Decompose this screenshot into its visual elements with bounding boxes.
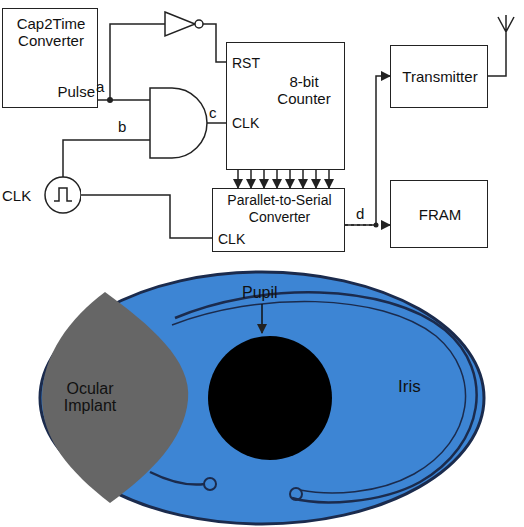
junction-dot <box>374 223 379 228</box>
inverter-symbol <box>165 12 195 36</box>
connector <box>81 195 212 238</box>
bus-arrow <box>315 170 317 188</box>
wire <box>110 99 150 101</box>
ocular-implant <box>42 292 188 503</box>
block-label: RST <box>232 55 272 72</box>
implant-trace <box>175 292 477 502</box>
bus-arrow <box>263 170 265 188</box>
pupil <box>208 336 332 460</box>
signal-name: a <box>96 78 104 95</box>
signal-name: d <box>356 205 364 222</box>
trace-end <box>290 488 302 500</box>
block-label: Transmitter <box>393 68 487 85</box>
signal-name: c <box>209 104 217 121</box>
pin-label: Pulse <box>51 83 95 100</box>
block-label: Cap2Time Converter <box>6 15 96 49</box>
leader-arrow <box>261 304 263 333</box>
and-gate-symbol <box>150 88 207 158</box>
part-label: Iris <box>398 378 421 395</box>
eye-outline <box>40 272 484 524</box>
bus-arrow <box>250 170 252 188</box>
wire <box>63 140 150 177</box>
inverter-bubble <box>195 20 203 28</box>
pin-label: CLK <box>232 115 272 132</box>
block-box: Cap2Time ConverterPulse <box>2 8 98 108</box>
part-label: Pupil <box>242 284 278 301</box>
block-label: Parallet-to-Serial Converter <box>217 192 342 226</box>
block-box: Parallet-to-Serial ConverterCLK <box>212 188 345 252</box>
block-label: CLK <box>2 187 42 204</box>
block-box: Transmitter <box>390 45 488 108</box>
trace-end <box>204 478 216 490</box>
pin-label: 8-bit Counter <box>265 73 343 107</box>
wire <box>207 122 226 124</box>
block-label: FRAM <box>393 206 487 223</box>
bus-arrow <box>276 170 278 188</box>
connector <box>345 76 390 225</box>
bus-arrows <box>238 170 329 188</box>
signal-name: b <box>118 118 126 135</box>
implant-trace <box>172 301 466 492</box>
connector <box>345 224 390 226</box>
bus-arrow <box>328 170 330 188</box>
part-label: Ocular Implant <box>48 380 132 414</box>
clock-source: CLK <box>2 175 81 215</box>
implant-trace <box>150 472 205 485</box>
bus-arrow <box>237 170 239 188</box>
block-box: FRAM <box>390 180 488 248</box>
pin-label: CLK <box>218 231 258 248</box>
antenna-symbol <box>488 15 514 76</box>
junction-dot <box>107 97 113 103</box>
connector <box>289 170 291 188</box>
block-box: RST8-bit CounterCLK <box>226 42 345 170</box>
bus-arrow <box>302 170 304 188</box>
